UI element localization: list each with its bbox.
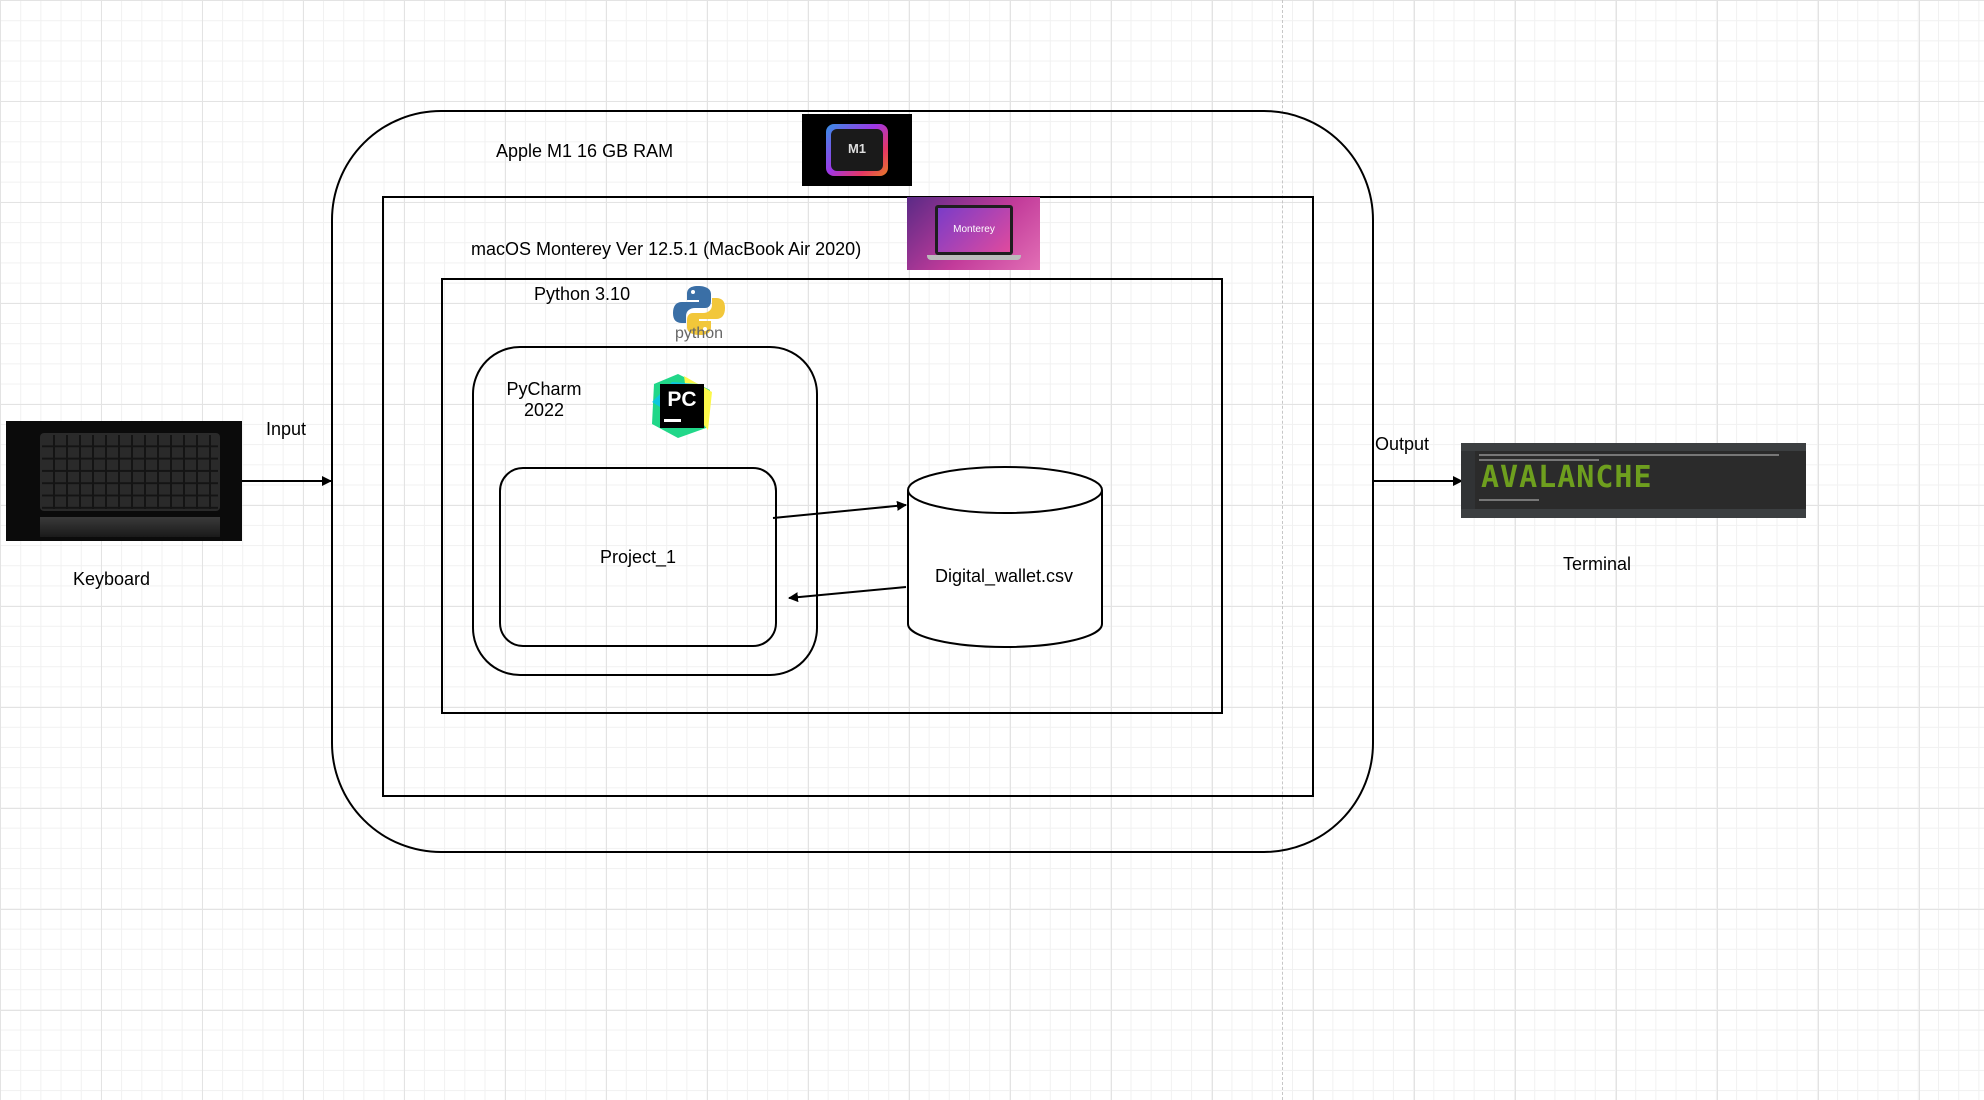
data-file-cylinder[interactable] (906, 465, 1104, 649)
python-logo-text: python (674, 325, 724, 342)
keyboard-image (6, 421, 242, 541)
output-label: Output (1375, 434, 1430, 454)
os-label: macOS Monterey Ver 12.5.1 (MacBook Air 2… (471, 239, 862, 259)
pycharm-label: PyCharm 2022 (494, 379, 594, 421)
m1-chip-image: M1 (802, 114, 912, 186)
hardware-container[interactable] (331, 110, 1374, 853)
pycharm-label-line2: 2022 (523, 400, 565, 420)
data-file-label: Digital_wallet.csv (935, 566, 1074, 586)
pycharm-logo-text: PC (667, 388, 697, 411)
os-container[interactable] (382, 196, 1314, 797)
pycharm-logo: PC (648, 372, 716, 440)
python-label: Python 3.10 (534, 284, 631, 304)
project-to-csv-arrow (772, 500, 907, 519)
terminal-banner-text: AVALANCHE (1481, 460, 1653, 495)
chip-text: M1 (847, 141, 867, 156)
terminal-image: AVALANCHE (1461, 443, 1806, 518)
input-label: Input (266, 419, 307, 439)
python-logo-icon (673, 286, 725, 335)
keyboard-label: Keyboard (73, 569, 151, 589)
os-image-text: Monterey (953, 224, 995, 235)
project-label: Project_1 (600, 547, 677, 567)
pycharm-logo-icon (652, 374, 712, 438)
project-box[interactable] (499, 467, 777, 647)
macos-monterey-image: Monterey (907, 197, 1040, 270)
hardware-label: Apple M1 16 GB RAM (496, 141, 674, 161)
pycharm-label-line1: PyCharm (506, 379, 582, 399)
csv-to-project-arrow (788, 586, 907, 603)
pycharm-container[interactable] (472, 346, 818, 676)
python-logo: python (668, 283, 730, 345)
terminal-label: Terminal (1563, 554, 1632, 574)
python-container[interactable] (441, 278, 1223, 714)
page-divider (1282, 0, 1283, 1100)
